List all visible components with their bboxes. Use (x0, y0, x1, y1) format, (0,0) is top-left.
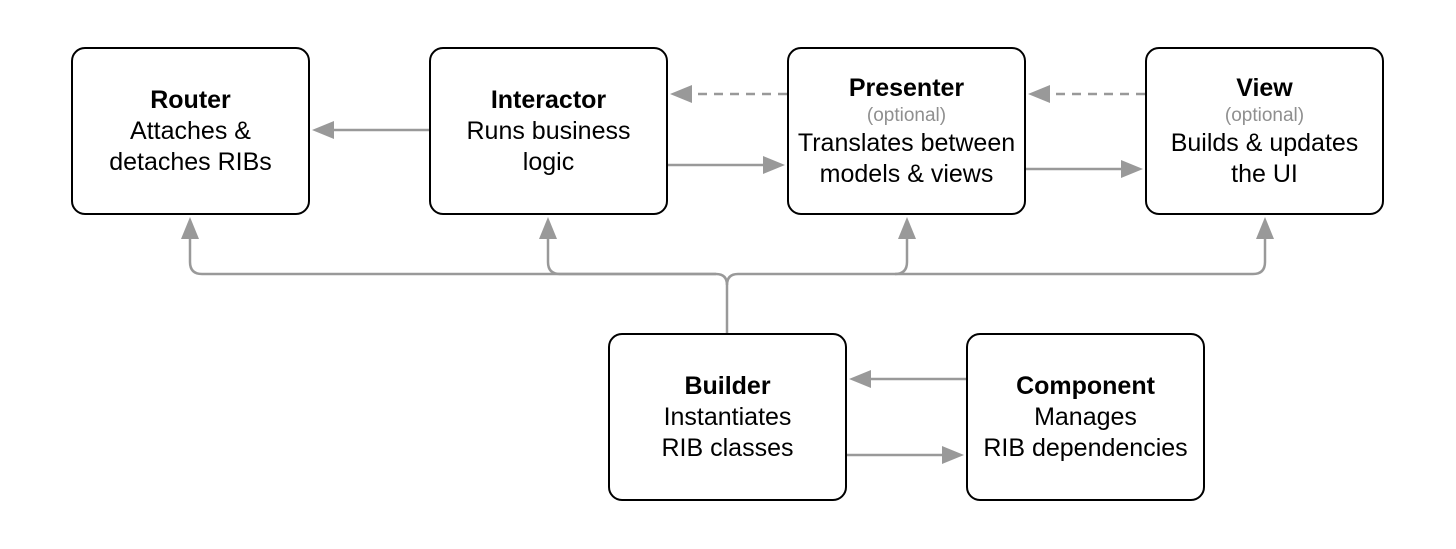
presenter-title: Presenter (848, 73, 965, 102)
presenter-desc-line2: models & views (819, 159, 994, 188)
arrowhead-up-interactor (539, 217, 557, 239)
view-box: View (optional) Builds & updates the UI (1145, 47, 1384, 215)
arrowhead-component (942, 446, 964, 464)
arrowhead-builder (849, 370, 871, 388)
component-desc-line2: RIB dependencies (983, 433, 1188, 462)
arrowhead-view (1121, 160, 1143, 178)
arrowhead-up-router (181, 217, 199, 239)
arrowhead-up-view (1256, 217, 1274, 239)
builder-desc-line1: Instantiates (663, 402, 792, 431)
component-title: Component (1016, 371, 1155, 400)
arrowhead-interactor-dashed (670, 85, 692, 103)
router-desc-line2: detaches RIBs (109, 147, 272, 176)
component-box: Component Manages RIB dependencies (966, 333, 1205, 501)
edge-builder-to-interactor (546, 236, 716, 276)
view-title: View (1236, 73, 1293, 102)
edge-builder-to-presenter (725, 236, 909, 286)
arrowhead-presenter (763, 156, 785, 174)
presenter-optional-note: (optional) (866, 104, 947, 126)
arrowhead-presenter-dashed (1028, 85, 1050, 103)
interactor-box: Interactor Runs business logic (429, 47, 668, 215)
router-title: Router (150, 85, 231, 114)
view-desc-line2: the UI (1231, 159, 1298, 188)
arrowhead-up-presenter (898, 217, 916, 239)
presenter-desc-line1: Translates between (797, 128, 1016, 157)
view-desc-line1: Builds & updates (1170, 128, 1359, 157)
edge-builder-trunk (188, 236, 729, 333)
presenter-box: Presenter (optional) Translates between … (787, 47, 1026, 215)
edge-builder-to-view (895, 236, 1267, 276)
interactor-desc-line1: Runs business (466, 116, 631, 145)
interactor-title: Interactor (490, 85, 607, 114)
interactor-desc-line2: logic (522, 147, 575, 176)
router-desc-line1: Attaches & (130, 116, 251, 145)
component-desc-line1: Manages (1034, 402, 1137, 431)
builder-box: Builder Instantiates RIB classes (608, 333, 847, 501)
arrowhead-router (312, 121, 334, 139)
router-box: Router Attaches & detaches RIBs (71, 47, 310, 215)
builder-desc-line2: RIB classes (661, 433, 794, 462)
view-optional-note: (optional) (1224, 104, 1305, 126)
builder-title: Builder (684, 371, 771, 400)
